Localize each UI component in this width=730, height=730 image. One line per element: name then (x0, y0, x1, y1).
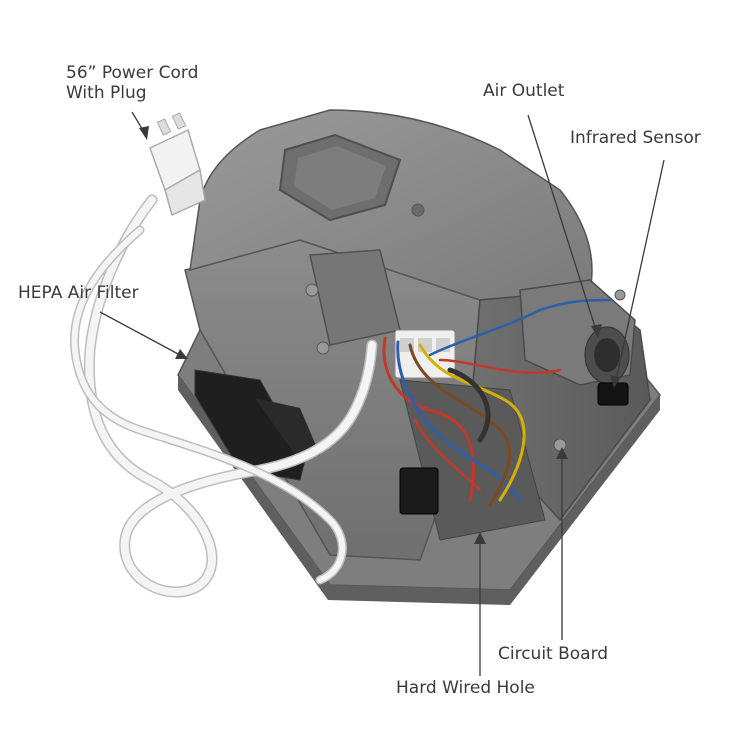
hepa-filter-panel (194, 369, 306, 481)
leader-lines (99, 111, 665, 676)
label-hepa-filter: HEPA Air Filter (18, 283, 139, 303)
infrared-sensor-arrowhead (610, 375, 621, 388)
power-plug (149, 112, 206, 217)
air-outlet-arrowhead (591, 324, 602, 338)
label-circuit-board: Circuit Board (498, 644, 609, 664)
label-power-cord: 56” Power Cord (66, 63, 199, 83)
label-infrared-sensor: Infrared Sensor (570, 128, 701, 148)
label-air-outlet: Air Outlet (483, 81, 565, 101)
power-cord (70, 194, 378, 598)
hard-wired-hole-arrowhead (474, 532, 486, 544)
base-plate-edge (178, 375, 660, 605)
hepa-filter-arrowhead (175, 349, 188, 359)
wiring (382, 298, 612, 507)
circuit-board-arrowhead (556, 447, 568, 459)
power-cord-arrowhead (139, 126, 149, 140)
rocker-switch (399, 467, 439, 515)
label-hard-wired-hole: Hard Wired Hole (396, 678, 535, 698)
label-power-cord-sub: With Plug (66, 83, 147, 103)
infrared-sensor (597, 382, 629, 406)
